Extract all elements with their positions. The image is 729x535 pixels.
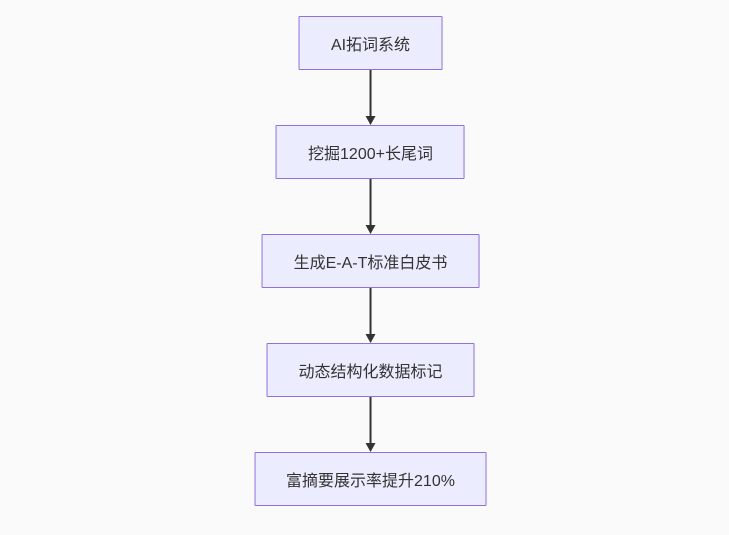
- arrow-shaft: [369, 70, 372, 116]
- flow-arrow-1: [365, 70, 376, 125]
- arrowhead-down-icon: [365, 225, 376, 234]
- flow-node-label: 生成E-A-T标准白皮书: [293, 255, 448, 272]
- arrow-shaft: [369, 397, 372, 443]
- arrow-shaft: [369, 288, 372, 334]
- flow-node-rich-snippet-rate: 富摘要展示率提升210%: [254, 452, 487, 506]
- flow-node-label: 动态结构化数据标记: [298, 364, 443, 381]
- arrow-shaft: [369, 179, 372, 225]
- flow-node-label: AI拓词系统: [330, 37, 411, 54]
- flow-arrow-2: [365, 179, 376, 234]
- flow-node-label: 富摘要展示率提升210%: [286, 473, 455, 490]
- arrowhead-down-icon: [365, 116, 376, 125]
- arrowhead-down-icon: [365, 443, 376, 452]
- flow-node-label: 挖掘1200+长尾词: [308, 146, 433, 163]
- arrowhead-down-icon: [365, 334, 376, 343]
- flow-node-eat-whitepaper: 生成E-A-T标准白皮书: [261, 234, 480, 288]
- flow-node-structured-data: 动态结构化数据标记: [266, 343, 475, 397]
- flow-node-longtail-keywords: 挖掘1200+长尾词: [276, 125, 465, 179]
- flow-arrow-4: [365, 397, 376, 452]
- flow-node-ai-word-system: AI拓词系统: [298, 16, 443, 70]
- flow-arrow-3: [365, 288, 376, 343]
- flowchart: AI拓词系统 挖掘1200+长尾词 生成E-A-T标准白皮书 动态结构化数据标记: [254, 16, 487, 506]
